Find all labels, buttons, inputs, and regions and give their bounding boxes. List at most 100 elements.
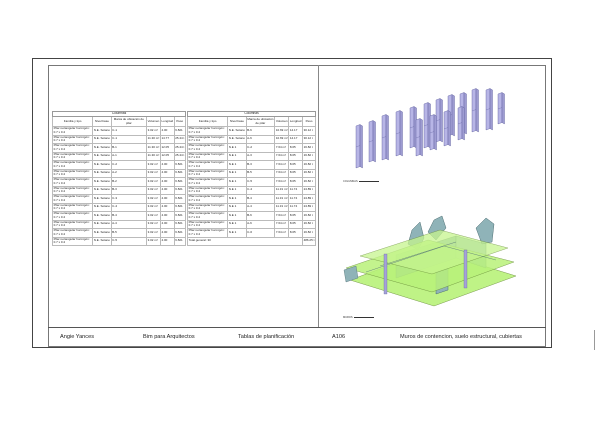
cell-length: 8.05 — [288, 160, 303, 170]
cell-volume: 7.64 m³ — [274, 151, 290, 161]
sheet-number: A106 — [332, 334, 346, 340]
column-level-mark — [355, 145, 361, 148]
cell-family: Pilar rectangular hormigón: 0.7 x 0.4 — [186, 211, 229, 221]
cell-weight: 25.44 t — [173, 143, 187, 153]
header-weight: Peso — [301, 116, 317, 127]
column-side — [433, 114, 437, 151]
schedule-total-weight: 486.25 t — [301, 236, 317, 246]
cell-length: 8.05 — [288, 151, 303, 161]
titleblock-divider — [48, 327, 546, 328]
cell-location-mark: A-4 — [245, 202, 276, 212]
cell-volume: 7.64 m³ — [274, 160, 290, 170]
column-side — [399, 110, 403, 157]
column-side — [461, 106, 465, 141]
cell-volume: 3.02 m³ — [146, 160, 161, 170]
cell-location-mark: C-3 — [110, 194, 148, 204]
cell-base-level: N.E. Sotano — [92, 228, 112, 238]
cell-weight: 6.821 — [173, 194, 187, 204]
cell-weight: 25.44 t — [173, 151, 187, 161]
cell-base-level: N.E. Sotano — [92, 134, 112, 144]
column-side — [489, 88, 493, 131]
header-weight: Peso — [173, 116, 187, 127]
cell-volume: 11.30 m³ — [146, 143, 161, 153]
cell-location-mark: B-5 — [110, 228, 148, 238]
cell-family: Pilar rectangular hormigón: 0.7 x 0.4 — [51, 228, 94, 238]
header-family: Familia y tipo — [186, 116, 229, 127]
cell-volume: 7.64 m³ — [274, 177, 290, 187]
column-level-mark — [457, 122, 463, 125]
cell-length: 14.17 — [288, 126, 303, 136]
cell-volume: 10.69 m³ — [274, 126, 290, 136]
cell-length: 14.17 — [288, 134, 303, 144]
column-level-mark — [423, 124, 429, 127]
cell-family: Pilar rectangular hormigón: 0.7 x 0.4 — [51, 160, 94, 170]
cell-volume: 11.30 m³ — [146, 151, 161, 161]
walls-3d-view[interactable] — [336, 210, 526, 315]
cell-location-mark: C-5 — [245, 177, 276, 187]
cell-base-level: N.E 1 — [227, 211, 247, 221]
column-level-mark — [485, 108, 491, 111]
cell-length: 8.05 — [288, 211, 303, 221]
columns-3d-view[interactable] — [336, 86, 516, 176]
cell-length: 4.00 — [159, 177, 175, 187]
cell-family: Pilar rectangular hormigón: 0.7 x 0.4 — [51, 194, 94, 204]
cell-weight: 6.821 — [173, 177, 187, 187]
cell-location-mark: A-3 — [245, 151, 276, 161]
cell-weight: 6.821 — [173, 168, 187, 178]
cell-family: Pilar rectangular hormigón: 0.7 x 0.4 — [51, 134, 94, 144]
cell-family: Pilar rectangular hormigón: 0.7 x 0.4 — [51, 219, 94, 229]
cell-volume: 3.02 m³ — [146, 194, 161, 204]
cell-base-level: N.E. Sotano — [92, 126, 112, 136]
column-level-mark — [429, 131, 435, 134]
cell-volume: 3.02 m³ — [146, 126, 161, 136]
cell-weight: 16.82 t — [301, 177, 317, 187]
header-location-mark: Marca de ubicación de pilar — [110, 116, 148, 127]
sheet-description: Muros de contencion, suelo estructural, … — [400, 334, 522, 340]
column-side — [359, 124, 363, 169]
cell-location-mark: A-6 — [245, 219, 276, 229]
cell-base-level: N.E 1 — [227, 219, 247, 229]
cell-volume: 3.02 m³ — [146, 211, 161, 221]
cell-location-mark: A-2 — [110, 168, 148, 178]
cell-base-level: N.E. Sotano — [227, 126, 247, 136]
cell-weight: 6.821 — [173, 160, 187, 170]
column-side — [372, 120, 376, 163]
cell-weight: 6.821 — [173, 211, 187, 221]
cell-location-mark: A-4 — [110, 219, 148, 229]
cell-length: 8.05 — [288, 219, 303, 229]
schedule-view-divider — [318, 65, 319, 327]
header-volume: Volumen — [146, 116, 161, 127]
cell-family: Pilar rectangular hormigón: 0.7 x 0.4 — [51, 143, 94, 153]
cell-volume: 3.02 m³ — [146, 185, 161, 195]
cell-base-level: N.E. Sotano — [92, 177, 112, 187]
cell-location-mark: B-4 — [110, 211, 148, 221]
cell-volume: 3.02 m³ — [146, 202, 161, 212]
cell-base-level: N.E 1 — [227, 143, 247, 153]
cell-family: Pilar rectangular hormigón: 0.7 x 0.4 — [51, 151, 94, 161]
cell-length: 4.00 — [159, 219, 175, 229]
column-level-mark — [409, 126, 415, 129]
cell-length: 4.00 — [159, 236, 175, 246]
cell-length: 4.00 — [159, 126, 175, 136]
cell-volume: 3.02 m³ — [146, 228, 161, 238]
cell-family: Pilar rectangular hormigón: 0.7 x 0.4 — [51, 202, 94, 212]
cell-volume: 11.30 m³ — [146, 134, 161, 144]
column-side — [501, 92, 505, 125]
column-side — [439, 98, 443, 143]
cell-base-level: N.E. Sotano — [92, 219, 112, 229]
cell-family: Pilar rectangular hormigón: 0.7 x 0.4 — [186, 134, 229, 144]
cell-location-mark: C-1 — [110, 134, 148, 144]
sheet-frame — [48, 65, 546, 347]
column-side — [451, 94, 455, 137]
adjacent-sheet-edge — [594, 330, 595, 350]
cell-length: 8.05 — [288, 143, 303, 153]
cell-location-mark: B-3 — [110, 185, 148, 195]
structure-edges — [365, 241, 497, 295]
